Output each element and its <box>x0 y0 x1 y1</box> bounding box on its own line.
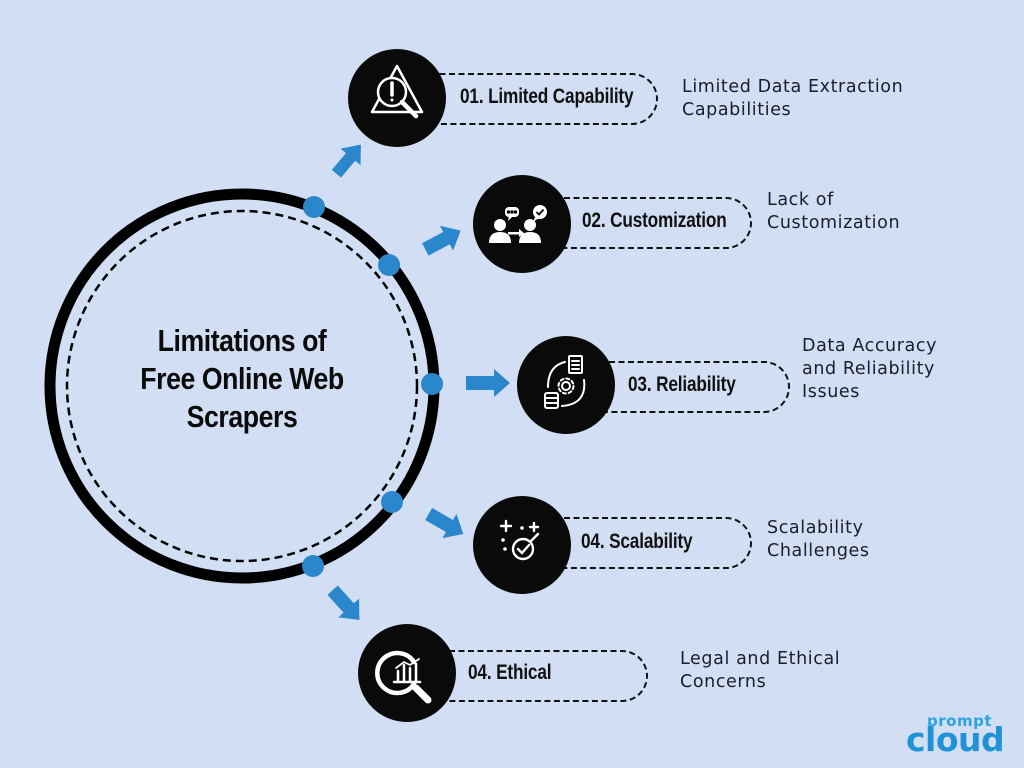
title-line-1: Limitations of <box>157 323 327 358</box>
sparkle-check-icon <box>499 519 540 561</box>
title-line-2: Free Online Web <box>140 361 344 396</box>
item-label-ethical: 04. Ethical <box>468 661 552 684</box>
item-label-reliability: 03. Reliability <box>628 373 736 396</box>
item-description-customization: Lack of Customization <box>767 190 901 233</box>
pill-3 <box>590 361 790 413</box>
icon-circle-4 <box>473 496 571 594</box>
arrows <box>327 144 510 620</box>
icon-circle-5 <box>358 624 456 722</box>
connector-dot-5 <box>302 555 324 577</box>
arrow-5 <box>327 585 360 620</box>
item-label-customization: 02. Customization <box>582 209 727 232</box>
item-label-scalability: 04. Scalability <box>581 530 693 553</box>
data-sync-gear-icon <box>544 355 586 409</box>
item-description-ethical: Legal and Ethical Concerns <box>680 649 841 692</box>
connector-dot-1 <box>303 196 325 218</box>
warning-magnifier-icon <box>370 64 424 119</box>
icon-circle-3 <box>517 336 615 434</box>
item-description-reliability: Data Accuracy and Reliability Issues <box>802 336 938 402</box>
promptcloud-logo: prompt cloud <box>906 712 1010 759</box>
connector-dot-2 <box>378 254 400 276</box>
icon-circle-2 <box>473 175 571 273</box>
title-line-3: Scrapers <box>186 399 298 434</box>
pill-2 <box>545 197 752 249</box>
pill-1 <box>430 73 658 125</box>
users-chat-exchange-icon <box>489 205 547 243</box>
item-label-limited-capability: 01. Limited Capability <box>460 85 634 108</box>
connector-dot-4 <box>381 491 403 513</box>
item-description-limited-capability: Limited Data Extraction Capabilities <box>682 77 904 120</box>
pills <box>430 73 790 702</box>
connector-dots <box>302 196 443 577</box>
item-description-scalability: Scalability Challenges <box>767 518 870 561</box>
arrow-4 <box>425 507 464 539</box>
arrow-3 <box>466 369 510 397</box>
pill-4 <box>545 517 752 569</box>
icon-circles <box>348 49 615 722</box>
arrow-2 <box>422 225 461 256</box>
main-title: Limitations of Free Online Web Scrapers <box>113 322 371 436</box>
chart-magnifier-icon <box>375 650 432 704</box>
connector-dot-3 <box>421 373 443 395</box>
arrow-1 <box>331 144 361 178</box>
logo-text-small: prompt <box>927 712 992 730</box>
pill-5 <box>430 650 648 702</box>
logo-text-big: cloud <box>906 720 1005 759</box>
